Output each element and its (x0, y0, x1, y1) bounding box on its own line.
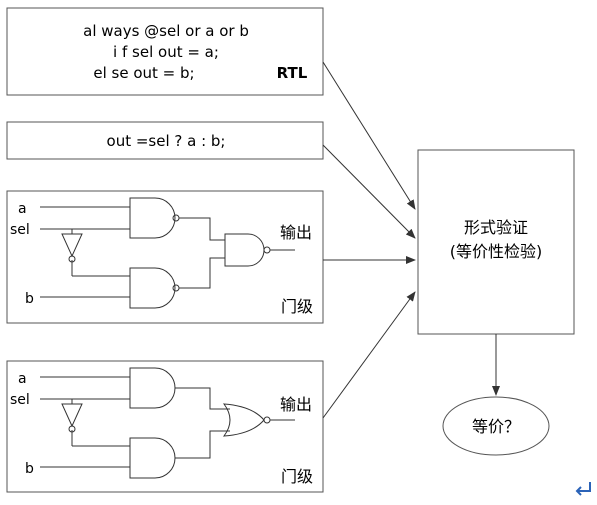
gate2-input-b: b (25, 461, 34, 477)
formal-verification-box: 形式验证 (等价性检验) (417, 149, 575, 335)
and-gate-icon (129, 437, 176, 479)
gate1-input-sel: sel (10, 222, 30, 238)
and-gate-icon (129, 197, 176, 239)
nand-gate-icon (224, 233, 265, 267)
formal-verification-title: 形式验证 (464, 218, 528, 237)
equivalence-check-subtitle: (等价性检验) (450, 242, 543, 261)
gate1-input-a: a (18, 201, 27, 217)
arrow-expr-to-formal (322, 144, 416, 239)
equivalence-result: 等价？ (442, 396, 550, 456)
rtl-code-box: al ways @sel or a or b i f sel out = a; … (6, 7, 324, 96)
rtl-label: RTL (277, 64, 308, 82)
inverter-icon (61, 233, 83, 258)
arrow-rtl-to-formal (322, 61, 416, 210)
return-arrow-icon (575, 482, 591, 496)
gate2-level-label: 门级 (281, 467, 313, 486)
rtl-line-3: el se out = b; (93, 64, 194, 82)
gate1-level-label: 门级 (281, 297, 313, 316)
and-gate-icon (129, 267, 176, 309)
rtl-line-2: i f sel out = a; (113, 43, 219, 61)
equivalence-result-text: 等价？ (472, 417, 520, 436)
gate1-output-label: 输出 (280, 223, 312, 242)
expression-box: out =sel ? a : b; (6, 121, 324, 160)
gate2-input-sel: sel (10, 392, 30, 408)
arrow-gate2-to-formal (322, 291, 416, 419)
gate2-input-a: a (18, 371, 27, 387)
expression-text: out =sel ? a : b; (107, 132, 226, 150)
gate1-input-b: b (25, 291, 34, 307)
rtl-line-1: al ways @sel or a or b (83, 22, 249, 40)
gate-level-box-2: a sel b 输出 门级 (6, 360, 324, 493)
inverter-icon (61, 403, 83, 428)
gate2-output-label: 输出 (280, 395, 312, 414)
gate-level-box-1: a sel b 输出 (6, 190, 324, 324)
nor-gate-icon (222, 403, 265, 437)
and-gate-icon (129, 367, 176, 409)
